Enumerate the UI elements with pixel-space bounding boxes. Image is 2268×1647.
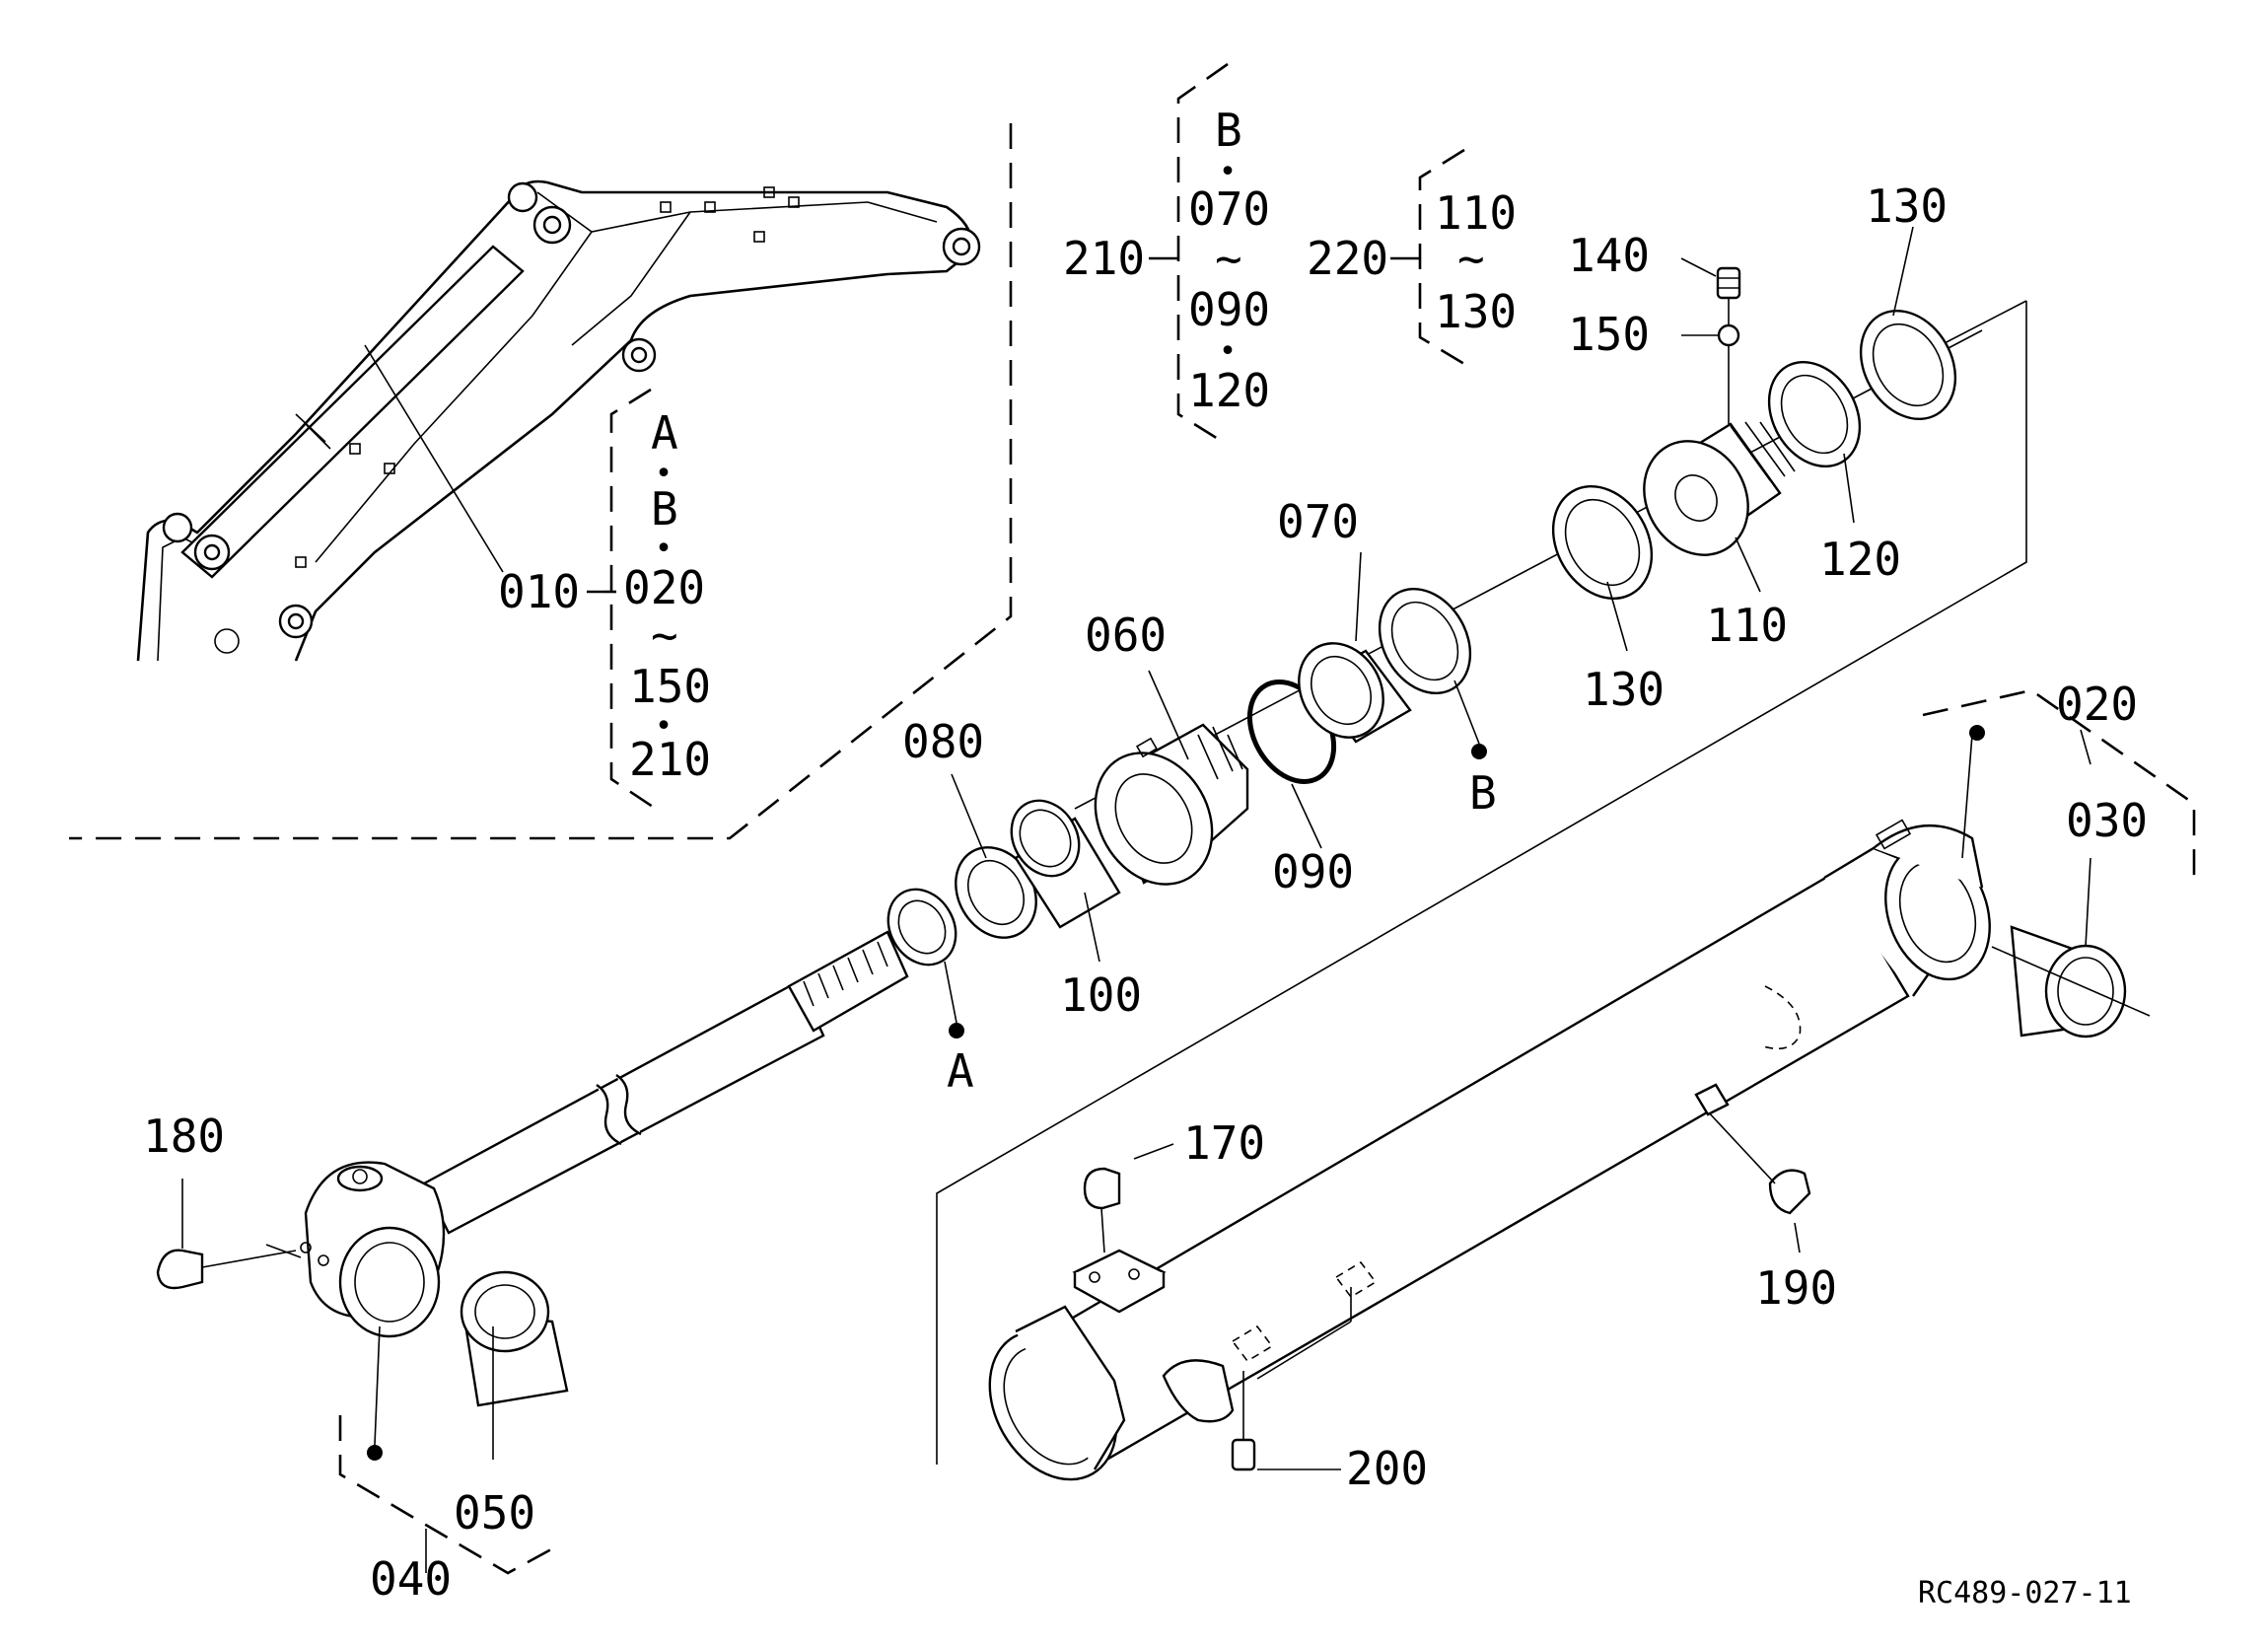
wiper-seal: [886, 888, 957, 967]
group-010-item-7: •: [655, 709, 673, 744]
group-220-item-2: 130: [1435, 285, 1517, 338]
group-210-item-5: •: [1219, 334, 1237, 369]
bolt-200: [1231, 1287, 1352, 1471]
callout-150: 150: [1568, 308, 1650, 361]
bushing-050: [460, 1270, 569, 1407]
callout-040: 040: [370, 1552, 452, 1606]
callout-180: 180: [143, 1110, 225, 1163]
callout-050: 050: [454, 1486, 535, 1540]
group-210-item-0: B: [1215, 104, 1242, 157]
callout-200: 200: [1346, 1442, 1428, 1495]
group-010-item-8: 210: [629, 733, 711, 786]
group-020-boundary: [1922, 688, 2196, 878]
group-bracket-210: 210 B • 070 ~ 090 • 120: [1063, 62, 1270, 444]
group-210-item-3: ~: [1215, 232, 1242, 285]
bushing-030: [1991, 925, 2151, 1038]
piston-110: [1643, 421, 1796, 556]
callout-190: 190: [1755, 1261, 1837, 1315]
marker-dot-020: [1969, 725, 1985, 741]
group-210-item-4: 090: [1188, 283, 1270, 336]
ring-b: [1378, 587, 1472, 695]
ring-120: [1767, 360, 1862, 468]
group-210-item-2: 070: [1188, 182, 1270, 236]
grease-nipple-170: [1083, 1167, 1121, 1253]
reference-code: RC489-027-11: [1918, 1576, 2132, 1611]
callout-020: 020: [2056, 678, 2138, 731]
exploded-frame: [936, 301, 2027, 1465]
callout-090: 090: [1272, 845, 1354, 898]
group-010-item-1: •: [655, 457, 673, 491]
group-220-item-0: 110: [1435, 186, 1517, 240]
callout-060: 060: [1085, 609, 1167, 662]
callout-220: 220: [1307, 232, 1388, 285]
group-210-item-6: 120: [1188, 364, 1270, 417]
group-010-item-0: A: [651, 406, 678, 460]
callout-130-upper: 130: [1866, 179, 1948, 233]
group-bracket-220: 220 110 ~ 130: [1307, 148, 1517, 369]
group-220-item-1: ~: [1457, 232, 1485, 285]
grease-nipple-190: [1694, 1083, 1811, 1215]
group-010-item-4: 020: [623, 561, 705, 614]
callout-110: 110: [1706, 599, 1788, 652]
group-010-item-2: B: [651, 482, 678, 536]
gland-060: [1094, 723, 1249, 886]
callout-030: 030: [2066, 794, 2148, 847]
callout-140: 140: [1568, 229, 1650, 282]
steel-ball-150: [1717, 323, 1740, 347]
group-010-item-6: 150: [629, 660, 711, 713]
set-screw-140: [1716, 266, 1741, 325]
callout-170: 170: [1183, 1116, 1265, 1170]
callout-080: 080: [902, 715, 984, 768]
group-210-item-1: •: [1219, 155, 1237, 189]
ring-130-upper: [1859, 309, 1957, 421]
group-010-item-5: ~: [651, 609, 678, 662]
boom-assembly-overview: [136, 179, 981, 662]
group-010-item-3: •: [655, 532, 673, 566]
callout-010: 010: [498, 565, 580, 618]
group-bracket-010: 010 A • B • 020 ~ 150 • 210: [498, 388, 711, 811]
rod-eye: [300, 1161, 446, 1338]
callout-120: 120: [1819, 533, 1901, 586]
callout-130-lower: 130: [1583, 663, 1665, 716]
marker-dot-a: [949, 1023, 964, 1038]
marker-label-b: B: [1469, 766, 1497, 820]
grease-nipple-180: [156, 1179, 302, 1290]
overview-boundary: [69, 123, 1013, 840]
ring-130-lower: [1551, 484, 1654, 601]
callout-leaders: [425, 226, 2091, 1573]
group-040-boundary: [338, 1415, 563, 1575]
callout-210: 210: [1063, 232, 1145, 285]
marker-label-a: A: [947, 1044, 974, 1098]
cylinder-tube: [988, 819, 1991, 1481]
bushing-100: [1010, 799, 1121, 929]
marker-dot-040: [367, 1445, 383, 1461]
callout-100: 100: [1060, 968, 1142, 1022]
piston-rod: [422, 930, 909, 1235]
callout-070: 070: [1277, 495, 1359, 548]
ring-070: [1298, 642, 1412, 744]
marker-dot-b: [1471, 744, 1487, 759]
